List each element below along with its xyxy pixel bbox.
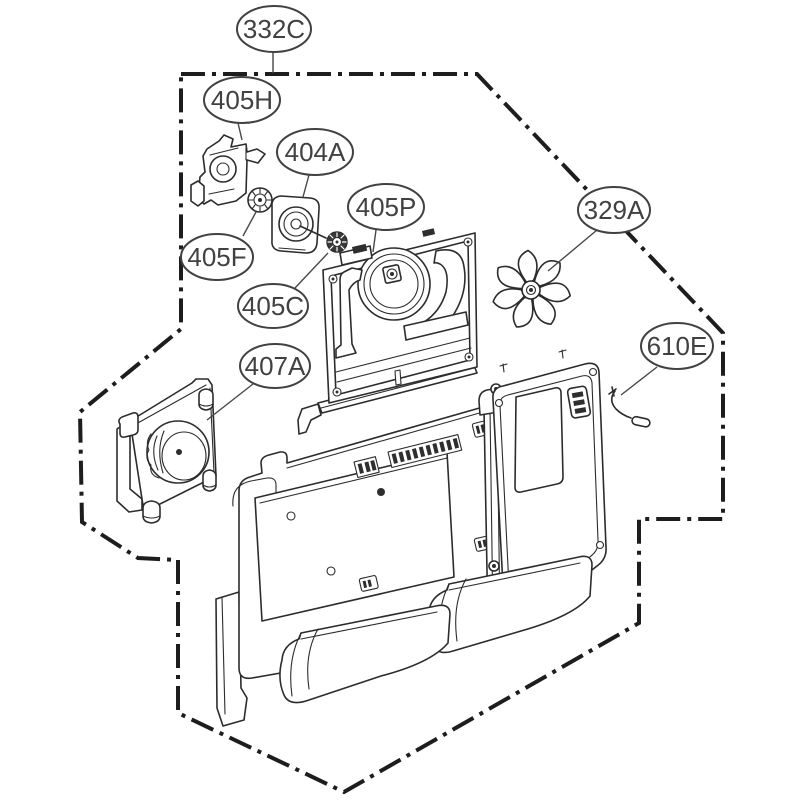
callout-label: 329A [584, 195, 645, 225]
callout-bubble [203, 76, 281, 124]
callout-bubble [239, 343, 311, 389]
callout-bubble [237, 283, 309, 329]
parts-artwork [116, 134, 651, 727]
part-main-grille-assembly [215, 349, 607, 727]
callout-bubble [640, 322, 714, 370]
callout-label: 405P [356, 192, 417, 222]
part-610E-hook [608, 386, 651, 428]
callout-405F: 405F [180, 233, 254, 281]
leader-610E [620, 366, 658, 396]
callout-bubble [236, 5, 312, 53]
part-407A-blower-assembly [116, 378, 217, 524]
vent-slots-small [353, 456, 380, 479]
callout-329A: 329A [577, 186, 651, 234]
leader-329A [547, 229, 598, 272]
callout-407A: 407A [239, 343, 311, 389]
leader-405C [294, 252, 329, 289]
callout-label: 405C [242, 291, 304, 321]
part-405H-bracket [190, 134, 266, 207]
callout-label: 407A [245, 351, 306, 381]
callouts: 332C 405H 404A 405P 329A 610E 405F 405C [180, 5, 714, 389]
callout-bubble [180, 233, 254, 281]
callout-label: 610E [647, 331, 708, 361]
leader-lines [206, 52, 658, 421]
leader-405P [372, 229, 377, 253]
callout-label: 332C [243, 14, 305, 44]
part-405P-fan-shroud [322, 228, 478, 404]
callout-bubble [276, 128, 354, 176]
vent-slots-large [387, 434, 463, 469]
callout-610E: 610E [640, 322, 714, 370]
part-404A-motor [271, 195, 327, 254]
leader-405F [242, 211, 257, 237]
leader-405H [237, 122, 243, 141]
callout-404A: 404A [276, 128, 354, 176]
callout-405P: 405P [347, 183, 425, 231]
callout-label: 405H [211, 85, 273, 115]
callout-332C: 332C [236, 5, 312, 53]
clip-lower-left [358, 575, 379, 592]
part-405F-washer [247, 187, 273, 213]
callout-bubble [577, 186, 651, 234]
callout-label: 404A [285, 137, 346, 167]
assembly-boundary [77, 72, 725, 795]
callout-405H: 405H [203, 76, 281, 124]
part-405C-grommet [326, 231, 348, 253]
leader-404A [302, 174, 310, 198]
callout-bubble [347, 183, 425, 231]
leader-407A [206, 383, 254, 421]
callout-405C: 405C [237, 283, 309, 329]
callout-label: 405F [187, 242, 246, 272]
clip-right-panel [566, 385, 592, 419]
